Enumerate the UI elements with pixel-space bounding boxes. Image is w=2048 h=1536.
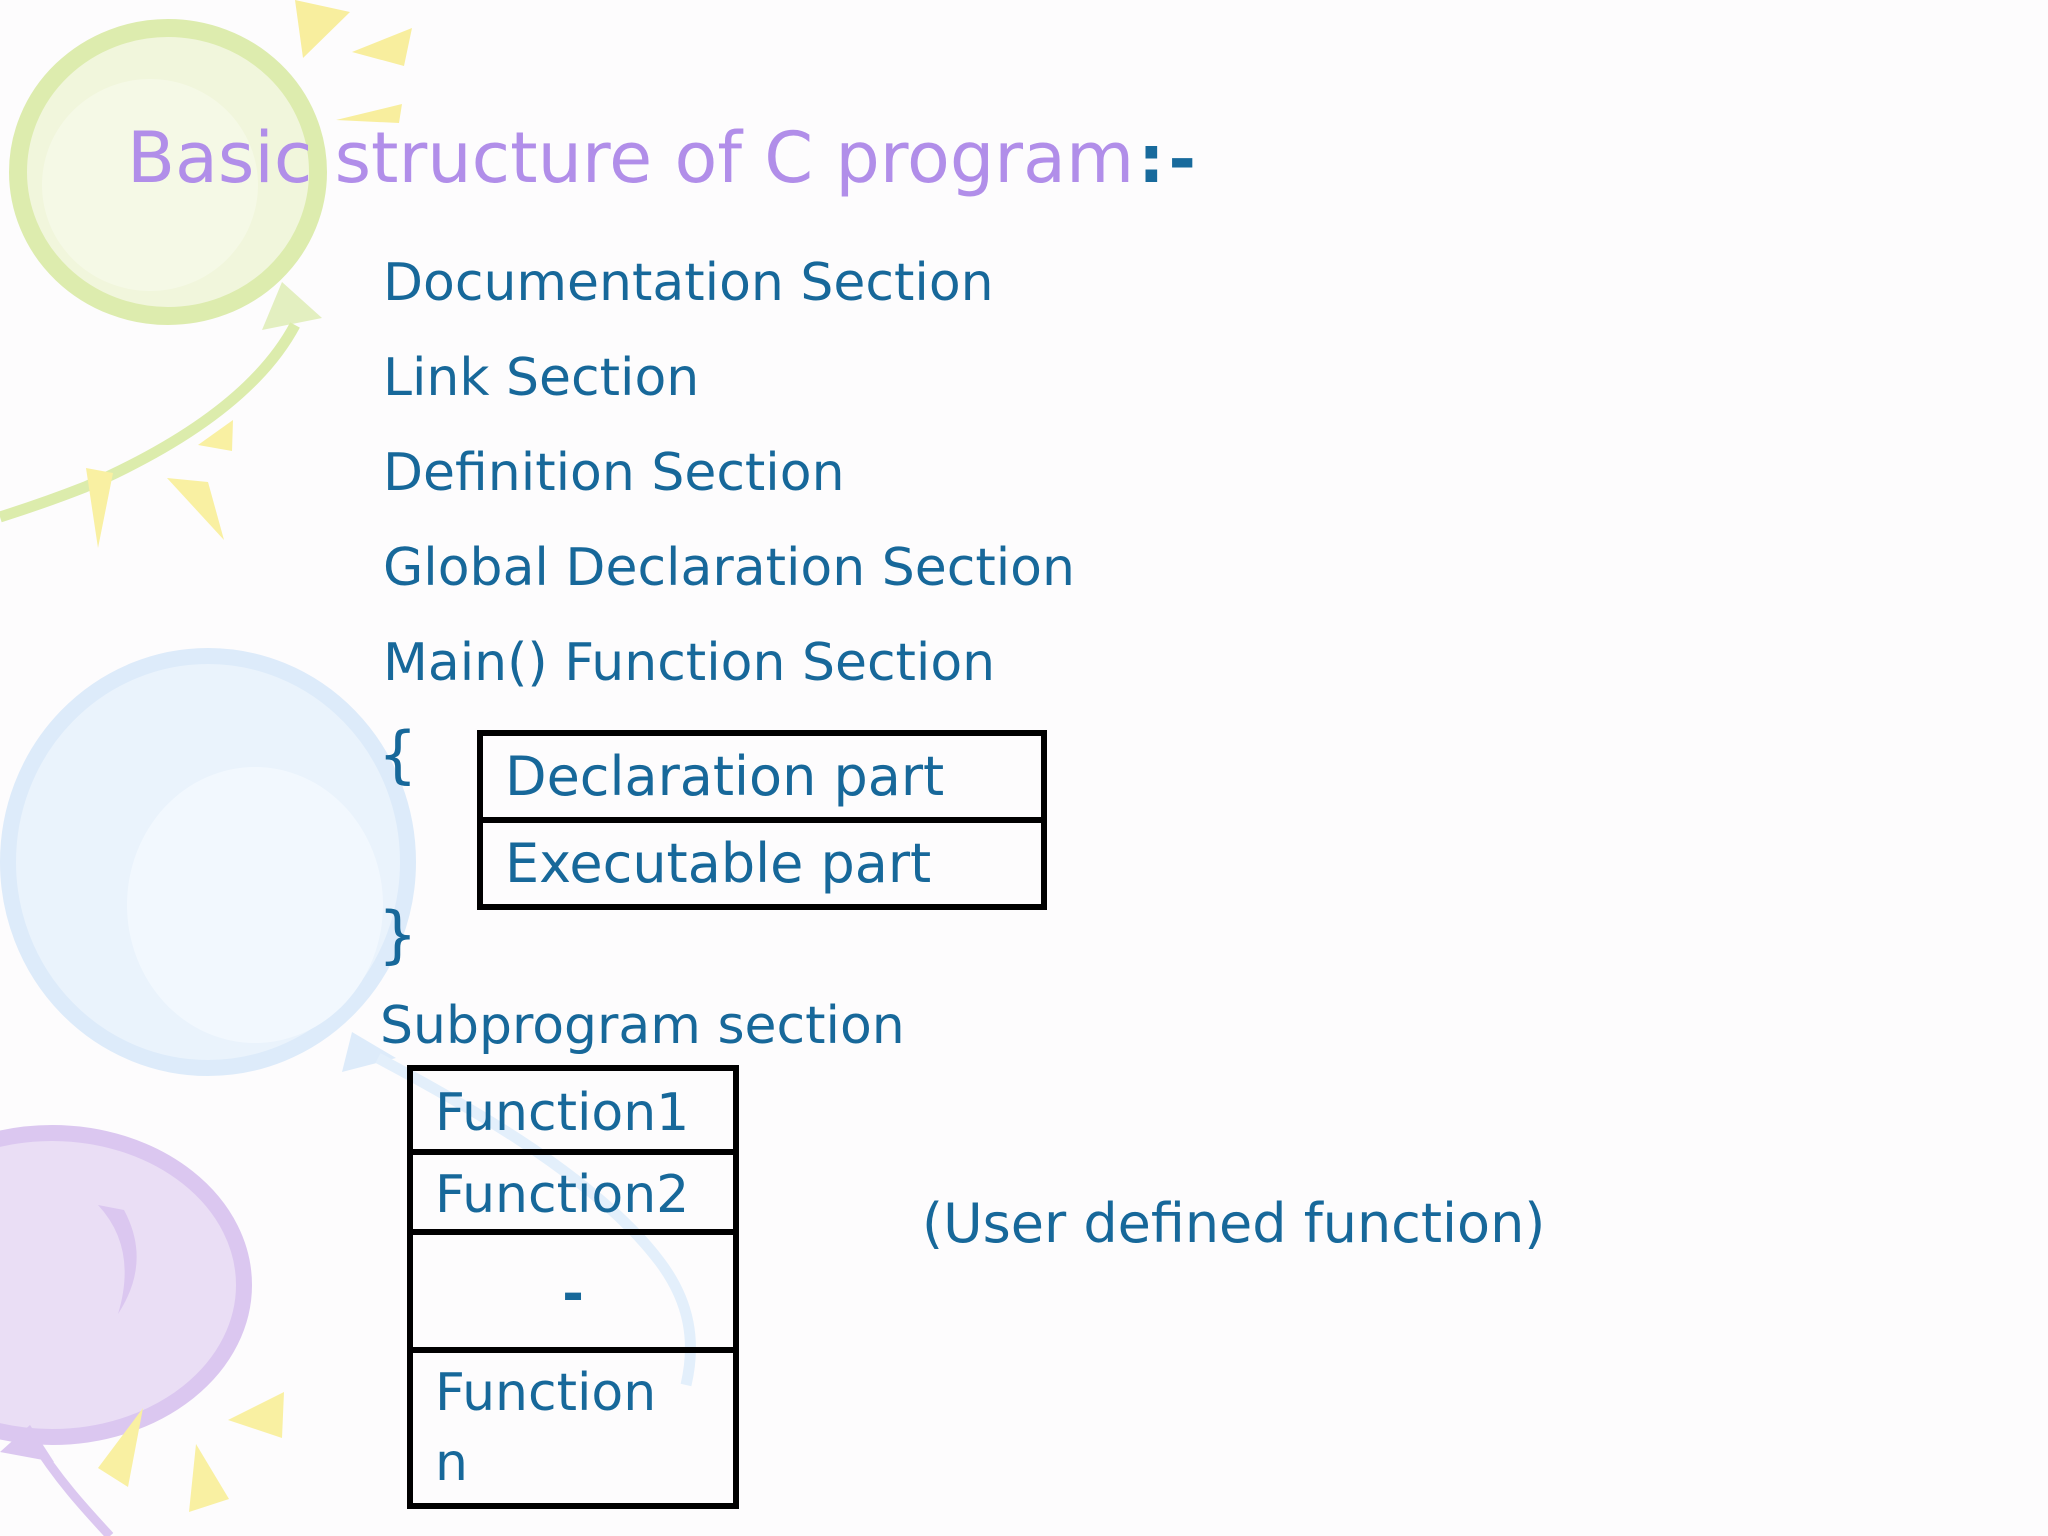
section-item-main-function: Main() Function Section	[383, 633, 996, 693]
subprogram-function-box: Function1 Function2 - Function n	[407, 1065, 739, 1509]
function2-cell: Function2	[413, 1155, 733, 1235]
main-function-box: Declaration part Executable part	[477, 730, 1047, 910]
section-item-link: Link Section	[383, 348, 700, 408]
page-title: Basic structure of C program:-	[127, 112, 1200, 206]
blue-balloon-icon	[0, 648, 696, 1387]
sparkle-top-icon	[295, 0, 412, 123]
page-title-suffix: :-	[1138, 121, 1200, 198]
executable-part-cell: Executable part	[505, 832, 932, 895]
function-n-cell: Function n	[435, 1363, 657, 1493]
green-balloon-icon	[0, 19, 327, 523]
section-list: Documentation Section Link Section Defin…	[383, 252, 1075, 694]
section-item-global-declaration: Global Declaration Section	[383, 538, 1075, 598]
page-title-text: Basic structure of C program	[127, 117, 1135, 199]
sparkle-bottom-icon	[98, 1392, 284, 1512]
section-item-definition: Definition Section	[383, 443, 845, 503]
section-item-documentation: Documentation Section	[383, 253, 994, 313]
sparkle-mid-icon	[86, 420, 233, 548]
open-brace: {	[378, 718, 418, 791]
ellipsis-dash-cell: -	[413, 1235, 733, 1353]
declaration-part-cell: Declaration part	[483, 736, 1041, 823]
function1-cell: Function1	[413, 1071, 733, 1155]
close-brace: }	[378, 898, 418, 971]
user-defined-function-note: (User defined function)	[922, 1192, 1546, 1255]
purple-balloon-icon	[0, 1125, 252, 1536]
subprogram-section-label: Subprogram section	[380, 996, 905, 1056]
